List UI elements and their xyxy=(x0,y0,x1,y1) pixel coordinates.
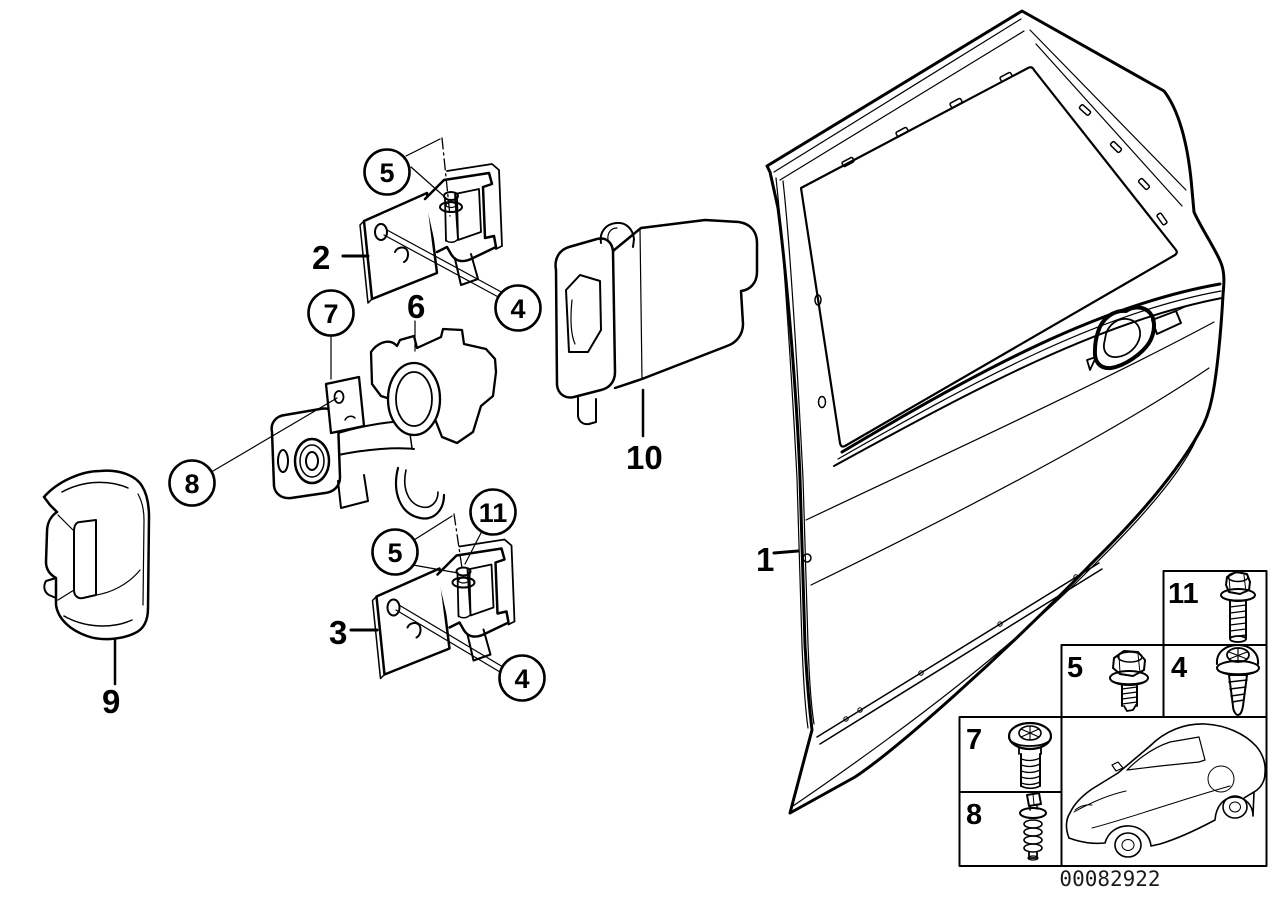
callout-7[interactable]: 7 xyxy=(307,289,355,337)
svg-text:4: 4 xyxy=(510,294,525,324)
legend-label-4: 4 xyxy=(1171,652,1187,684)
leader-lines xyxy=(113,138,800,686)
diagram-number: 00082922 xyxy=(1059,867,1160,891)
svg-text:8: 8 xyxy=(184,469,199,499)
torx-oval-head-screw-icon xyxy=(1215,644,1260,716)
door-check-assembly xyxy=(270,327,498,520)
callout-11[interactable]: 11 xyxy=(469,488,517,536)
callout-4-lower[interactable]: 4 xyxy=(498,654,546,702)
torx-pan-head-screw-icon xyxy=(1007,721,1053,790)
callout-1[interactable]: 1 xyxy=(756,541,774,578)
callout-5-upper[interactable]: 5 xyxy=(363,148,411,196)
callout-6[interactable]: 6 xyxy=(407,288,425,325)
svg-text:4: 4 xyxy=(514,664,529,694)
frame-clip-slots xyxy=(841,71,1168,226)
hex-flange-bolt-icon xyxy=(1220,571,1256,643)
callout-5-lower[interactable]: 5 xyxy=(371,528,419,576)
callout-10[interactable]: 10 xyxy=(626,439,663,476)
circled-callouts: 5 4 7 8 11 5 4 xyxy=(168,148,546,702)
rear-door-panel xyxy=(765,9,1226,815)
legend: 11 5 4 7 8 xyxy=(958,570,1268,867)
legend-label-8: 8 xyxy=(966,799,982,831)
callout-2[interactable]: 2 xyxy=(312,239,330,276)
legend-label-5: 5 xyxy=(1067,652,1083,684)
legend-label-7: 7 xyxy=(966,724,982,756)
callout-3[interactable]: 3 xyxy=(329,614,347,651)
door-handle-cutout xyxy=(1086,305,1188,371)
car-location-icon xyxy=(1065,723,1266,858)
door-check-cover xyxy=(42,469,151,641)
upper-hinge xyxy=(358,137,504,305)
svg-text:7: 7 xyxy=(323,299,338,329)
callout-9[interactable]: 9 xyxy=(102,683,120,720)
lower-hinge xyxy=(371,513,516,680)
svg-text:5: 5 xyxy=(379,158,394,188)
rear-door-location-dot xyxy=(1207,765,1235,793)
svg-text:11: 11 xyxy=(479,498,508,528)
hex-flange-bolt-icon xyxy=(1109,650,1149,712)
svg-text:5: 5 xyxy=(387,538,402,568)
door-lock-actuator xyxy=(554,218,759,426)
callout-4-upper[interactable]: 4 xyxy=(494,284,542,332)
callout-8[interactable]: 8 xyxy=(168,459,216,507)
legend-label-11: 11 xyxy=(1168,578,1199,610)
legend-cell-car xyxy=(1060,716,1268,867)
plain-callouts: 1 2 3 6 9 10 xyxy=(102,239,774,720)
expanding-rivet-icon xyxy=(1019,792,1047,861)
